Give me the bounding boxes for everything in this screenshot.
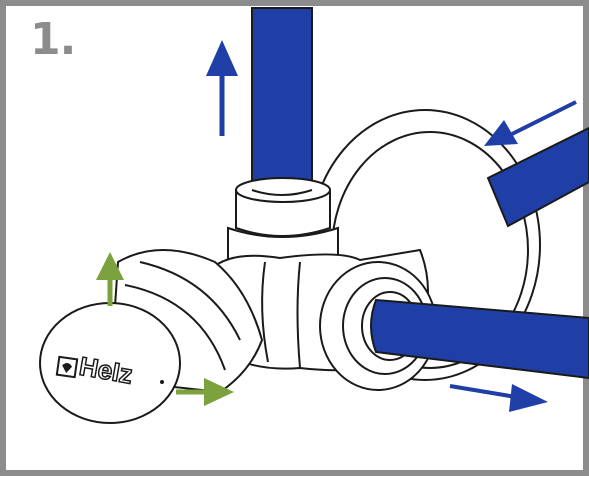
riser-pipe xyxy=(251,7,313,189)
valve-handle xyxy=(39,249,264,424)
arrow-outflow-icon xyxy=(449,384,548,412)
step-number: 1. xyxy=(30,14,76,65)
green-arrow-right-icon xyxy=(176,378,234,406)
inflow-pipe xyxy=(486,126,589,228)
outlet-pipe xyxy=(370,298,589,380)
arrow-up-icon xyxy=(206,40,238,136)
arrow-inflow-icon xyxy=(484,100,577,146)
green-arrow-up-icon xyxy=(96,252,124,306)
